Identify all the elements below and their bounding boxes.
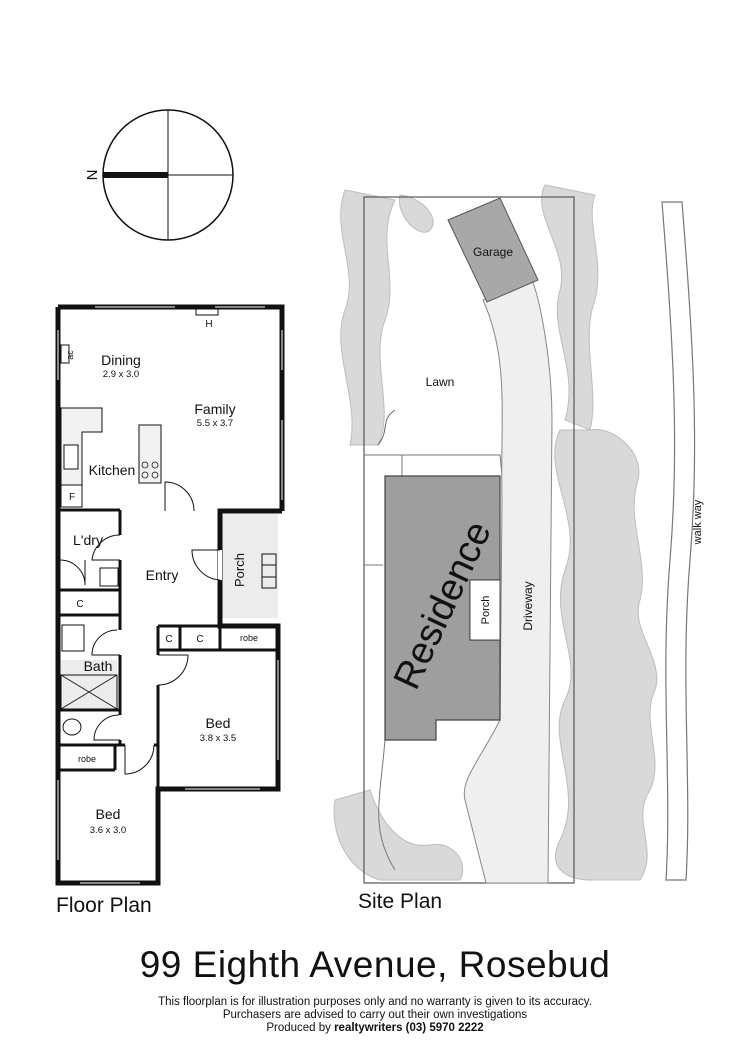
disclaimer-line-1: This floorplan is for illustration purpo…: [158, 996, 592, 1008]
porch-site-label: Porch: [480, 596, 492, 625]
producer-brand: realtywriters: [334, 1022, 403, 1034]
door-swings: [59, 481, 221, 775]
producer-phone: (03) 5970 2222: [402, 1022, 484, 1034]
cupboard-2-label: C: [196, 634, 203, 645]
room-dining-size: 2.9 x 3.0: [103, 369, 139, 380]
site-plan: Garage Porch Residence Lawn Driveway wal…: [333, 184, 704, 884]
shower: [60, 674, 118, 710]
room-bed-2-label: Bed: [96, 806, 121, 822]
aircon-unit: [60, 344, 70, 364]
producer-credit: Produced by realtywriters (03) 5970 2222: [0, 1022, 750, 1035]
toilet: [62, 718, 82, 736]
property-boundary: [363, 196, 575, 884]
laundry-cupboard-label: C: [76, 599, 83, 610]
door-openings: [118, 509, 222, 747]
vanity-basin: [61, 624, 85, 652]
driveway-label: Driveway: [521, 581, 535, 630]
heater-label: H: [205, 319, 212, 330]
tree-canopy: [333, 184, 658, 881]
site-plan-title: Site Plan: [358, 890, 443, 913]
aircon-label: ac: [65, 350, 75, 360]
windows: [56, 305, 284, 885]
north-label: N: [84, 170, 101, 181]
walkway-label: walk way: [692, 499, 704, 545]
lawn-label: Lawn: [426, 375, 455, 389]
window-frames: [56, 305, 284, 885]
robe-bed-1-label: robe: [240, 633, 258, 643]
room-family-label: Family: [194, 401, 235, 417]
garage-label: Garage: [473, 245, 513, 259]
room-bath-label: Bath: [84, 658, 113, 674]
room-dining-label: Dining: [101, 352, 141, 368]
room-bed-2-size: 3.6 x 3.0: [90, 825, 126, 836]
walkway-path: [661, 201, 696, 881]
shower-fill: [61, 660, 117, 710]
room-family-size: 5.5 x 3.7: [197, 418, 233, 429]
fridge-label: F: [69, 492, 75, 503]
driveway-area: [463, 279, 553, 884]
cooktop: [141, 461, 159, 479]
room-porch-label: Porch: [232, 553, 247, 587]
producer-prefix: Produced by: [266, 1022, 335, 1034]
compass: N: [84, 109, 234, 241]
heater-unit: [195, 308, 219, 316]
property-address: 99 Eighth Avenue, Rosebud: [139, 944, 611, 985]
kitchen-benches: [60, 407, 162, 486]
cupboard-1-label: C: [165, 634, 172, 645]
room-bed-1-label: Bed: [206, 715, 231, 731]
robe-bed-2-label: robe: [78, 754, 96, 764]
fridge-space: [60, 484, 83, 508]
laundry-tub: [99, 567, 119, 587]
room-entry-label: Entry: [146, 567, 179, 583]
floor-plan: Dining 2.9 x 3.0 Family 5.5 x 3.7 Kitche…: [55, 304, 285, 886]
disclaimer-line-2: Purchasers are advised to carry out thei…: [222, 1009, 528, 1021]
residence-porch: [469, 579, 501, 641]
porch-steps: [261, 553, 277, 589]
garage-footprint: [447, 197, 539, 303]
floor-plan-title: Floor Plan: [56, 894, 152, 917]
room-bed-1-size: 3.8 x 3.5: [200, 733, 236, 744]
porch-fill: [220, 514, 278, 618]
room-kitchen-label: Kitchen: [89, 462, 136, 478]
room-laundry-label: L'dry: [73, 532, 103, 548]
